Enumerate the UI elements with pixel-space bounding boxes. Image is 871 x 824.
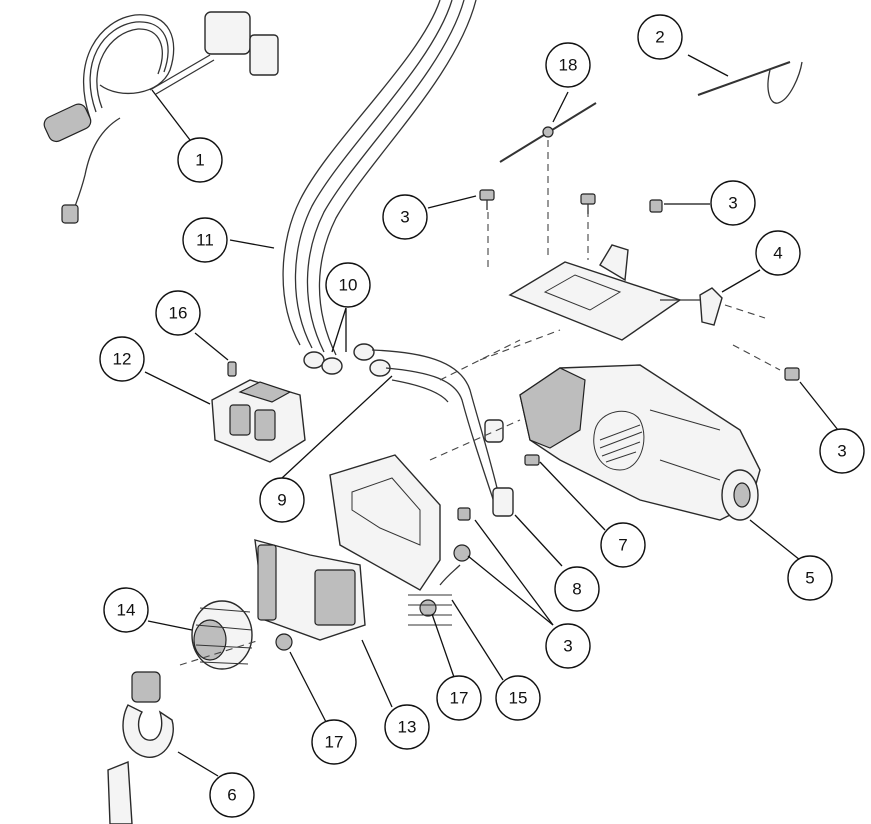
callout-label: 4 bbox=[773, 244, 782, 263]
callout-4: 4 bbox=[755, 230, 801, 276]
callout-3-top-left: 3 bbox=[382, 194, 428, 240]
callout-label: 3 bbox=[400, 208, 409, 227]
part-mounting-plate-lower bbox=[329, 329, 561, 591]
callout-label: 3 bbox=[837, 442, 846, 461]
callout-label: 12 bbox=[113, 350, 132, 369]
leader-lines bbox=[144, 54, 839, 777]
part-remote-control-cord bbox=[43, 11, 279, 224]
callout-label: 10 bbox=[339, 276, 358, 295]
part-winch-assembly bbox=[519, 364, 761, 521]
callout-6: 6 bbox=[209, 772, 255, 818]
part-spacer-7 bbox=[524, 454, 540, 466]
callout-1: 1 bbox=[177, 137, 223, 183]
callout-label: 7 bbox=[618, 536, 627, 555]
callout-label: 17 bbox=[325, 733, 344, 752]
callout-10: 10 bbox=[325, 262, 371, 308]
callout-13: 13 bbox=[384, 704, 430, 750]
callout-label: 3 bbox=[563, 637, 572, 656]
part-drum-gear bbox=[179, 600, 261, 670]
callout-label: 3 bbox=[728, 194, 737, 213]
callout-12: 12 bbox=[99, 336, 145, 382]
callout-16: 16 bbox=[155, 290, 201, 336]
callout-3-bottom: 3 bbox=[545, 623, 591, 669]
callout-15: 15 bbox=[495, 675, 541, 721]
callout-2: 2 bbox=[637, 14, 683, 60]
part-contactor bbox=[211, 361, 306, 463]
callout-17-center: 17 bbox=[436, 675, 482, 721]
part-rod-18 bbox=[499, 102, 597, 255]
callout-label: 11 bbox=[196, 231, 214, 250]
callout-label: 18 bbox=[559, 56, 578, 75]
callout-17-left: 17 bbox=[311, 719, 357, 765]
part-roller-fairlead bbox=[254, 539, 366, 641]
callout-label: 15 bbox=[509, 689, 528, 708]
part-bracket-4 bbox=[660, 287, 723, 326]
part-hook bbox=[107, 671, 174, 824]
callout-7: 7 bbox=[600, 522, 646, 568]
callout-5: 5 bbox=[787, 555, 833, 601]
callout-14: 14 bbox=[103, 587, 149, 633]
callout-label: 8 bbox=[572, 580, 581, 599]
part-motor-leads bbox=[353, 343, 514, 517]
callout-label: 5 bbox=[805, 569, 814, 588]
part-bolts-3 bbox=[453, 189, 800, 562]
callout-11: 11 bbox=[182, 217, 228, 263]
callout-3-right: 3 bbox=[819, 428, 865, 474]
callout-label: 6 bbox=[227, 786, 236, 805]
part-battery-cables bbox=[282, 0, 477, 375]
part-mounting-plate-upper bbox=[487, 210, 781, 371]
callout-label: 14 bbox=[117, 601, 136, 620]
callout-8: 8 bbox=[554, 566, 600, 612]
callout-label: 13 bbox=[398, 718, 417, 737]
callout-18: 18 bbox=[545, 42, 591, 88]
callout-label: 2 bbox=[655, 28, 664, 47]
callout-label: 1 bbox=[195, 151, 204, 170]
callout-9: 9 bbox=[259, 477, 305, 523]
callout-label: 17 bbox=[450, 689, 469, 708]
callout-label: 16 bbox=[169, 304, 188, 323]
part-nuts bbox=[275, 564, 461, 651]
callout-3-top-right: 3 bbox=[710, 180, 756, 226]
part-hand-saver-strap bbox=[697, 61, 803, 104]
callout-label: 9 bbox=[277, 491, 286, 510]
